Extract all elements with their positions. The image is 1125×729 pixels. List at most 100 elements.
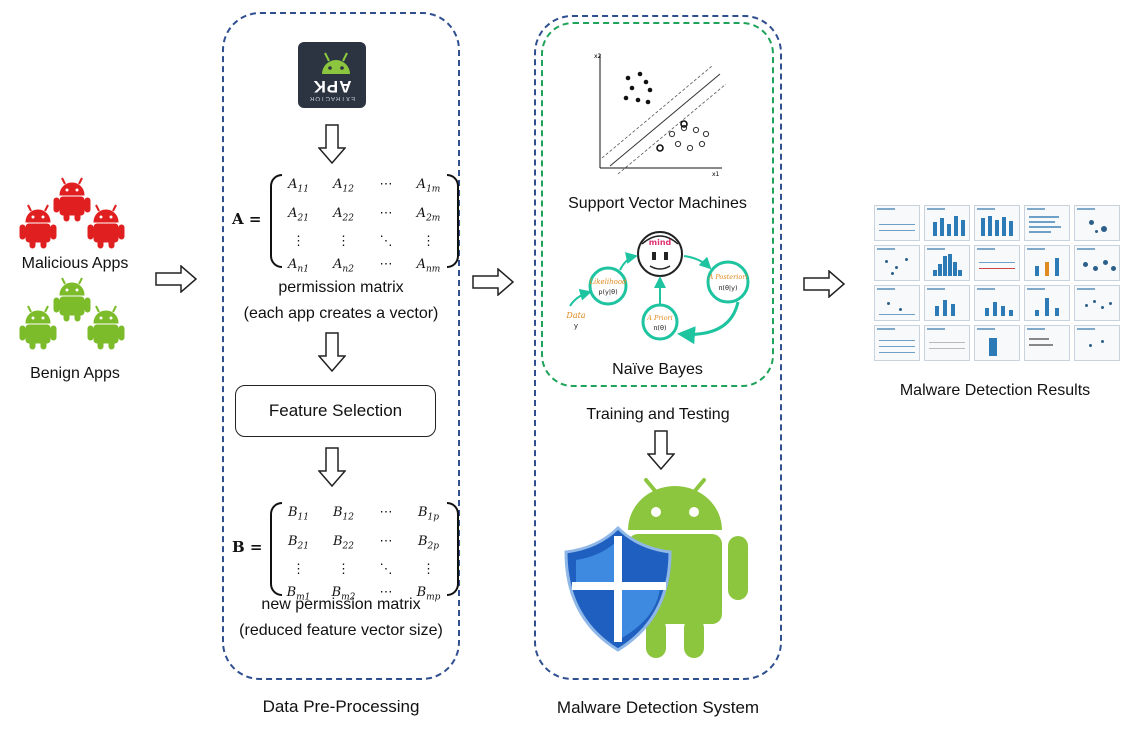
training-testing-label: Training and Testing: [586, 406, 730, 423]
result-thumbnail: [974, 205, 1020, 241]
apk-extractor-logo: APK EXTRACTOR: [298, 42, 366, 108]
feature-selection-label: Feature Selection: [268, 401, 403, 420]
matrix-b-caption-detail: (reduced feature vector size): [239, 622, 443, 639]
malicious-app-icon: [87, 204, 125, 249]
matrix-a-cell: ⋮: [337, 234, 350, 250]
matrix-a-cell: An2: [333, 257, 354, 275]
malicious-apps-label: Malicious Apps: [21, 255, 129, 272]
detection-system-title: Malware Detection System: [556, 698, 760, 717]
arrow-right-icon: [472, 268, 514, 296]
matrix-b-cell: Bmp: [416, 585, 441, 603]
nb-likelihood: Likelihood: [588, 278, 627, 286]
benign-app-icon: [87, 305, 125, 350]
svm-plot: x2 x1: [594, 53, 727, 178]
matrix-b-cell: ⋯: [379, 505, 393, 520]
classifiers-panel: [541, 22, 774, 387]
matrix-a-cell: A12: [333, 177, 354, 195]
matrix-b-cell: ⋮: [422, 562, 435, 578]
matrix-b-cell: B2p: [417, 533, 440, 552]
feature-selection-box: Feature Selection: [235, 385, 436, 437]
svm-axis-x: x1: [712, 171, 720, 178]
arrow-right-icon: [803, 270, 845, 298]
matrix-b-cell: ⋮: [292, 562, 305, 578]
matrix-a-cell: ⋯: [379, 205, 393, 221]
results-title: Malware Detection Results: [899, 382, 1091, 399]
nb-prior-formula: π(θ): [654, 324, 667, 332]
matrix-b-cell: ⋯: [379, 585, 393, 601]
arrow-right-icon: [155, 265, 197, 293]
naive-bayes-diagram: mind Likelihood p(y|θ) A Posteriori π(θ|…: [565, 231, 750, 345]
result-thumbnail: [1074, 205, 1120, 241]
matrix-b-cell: B12: [332, 505, 354, 523]
matrix-b-cell: ⋯: [379, 533, 393, 549]
detection-system-panel: [534, 15, 782, 680]
preprocessing-panel: [222, 12, 460, 680]
result-thumbnail: [1024, 245, 1070, 281]
android-head-icon: [322, 52, 350, 74]
arrow-down-icon: [318, 124, 346, 164]
naive-bayes-label: Naïve Bayes: [612, 361, 703, 378]
matrix-a-cell: A22: [333, 205, 354, 224]
benign-app-icon: [19, 305, 57, 350]
malicious-app-icon: [53, 177, 91, 222]
apk-logo-subtext: EXTRACTOR: [309, 95, 355, 101]
result-thumbnail: [1024, 325, 1070, 361]
apk-logo-text: APK: [312, 77, 352, 96]
matrix-b-cell: B11: [287, 505, 309, 523]
matrix-b-cell: Bm1: [286, 585, 311, 603]
arrow-down-icon: [318, 332, 346, 372]
matrix-a-cell: A2m: [416, 205, 441, 224]
matrix-a-caption-detail: (each app creates a vector): [243, 305, 439, 322]
matrix-a-cell: ⋯: [379, 257, 393, 273]
nb-likelihood-formula: p(y|θ): [598, 288, 617, 296]
matrix-b-cell: B1p: [417, 505, 440, 523]
result-thumbnail: [924, 245, 970, 281]
svm-axis-y: x2: [594, 53, 602, 60]
result-thumbnail: [1074, 325, 1120, 361]
matrix-a-caption: permission matrix: [278, 279, 404, 296]
benign-apps-label: Benign Apps: [30, 365, 120, 382]
result-thumbnail: [874, 245, 920, 281]
malicious-app-icon: [19, 204, 57, 249]
matrix-b-cell: ⋱: [379, 562, 393, 578]
matrix-a-cell: A1m: [416, 177, 441, 195]
android-security-icon: [564, 478, 748, 658]
matrix-a-cell: A21: [288, 205, 309, 224]
matrix-a-cell: An1: [288, 257, 309, 275]
arrow-down-icon: [318, 447, 346, 487]
matrix-b-cell: B21: [287, 533, 309, 552]
result-thumbnail: [1024, 205, 1070, 241]
result-thumbnail: [974, 325, 1020, 361]
matrix-a-cell: ⋮: [422, 234, 435, 250]
result-thumbnail: [874, 205, 920, 241]
nb-mind-text: mind: [649, 238, 672, 247]
svm-label: Support Vector Machines: [568, 195, 747, 212]
result-thumbnail: [924, 325, 970, 361]
result-thumbnail: [1074, 245, 1120, 281]
benign-app-icon: [53, 277, 91, 322]
matrix-a-lhs: A =: [232, 210, 262, 228]
nb-data: Data: [565, 311, 585, 320]
nb-data-var: y: [574, 322, 578, 330]
arrow-down-icon: [647, 430, 675, 470]
nb-posterior-formula: π(θ|y): [719, 284, 738, 292]
result-thumbnail: [1074, 285, 1120, 321]
matrix-b-cell: ⋮: [337, 562, 350, 578]
result-thumbnail: [974, 245, 1020, 281]
result-thumbnail: [874, 325, 920, 361]
matrix-b-cell: B22: [332, 533, 354, 552]
matrix-b-caption: new permission matrix: [261, 596, 421, 613]
matrix-a-cell: A11: [288, 177, 309, 195]
matrix-a-cell: ⋮: [292, 234, 305, 250]
nb-posterior: A Posteriori: [708, 273, 748, 281]
matrix-a-cell: Anm: [416, 257, 441, 275]
result-thumbnail: [924, 285, 970, 321]
results-thumbnails: [874, 205, 1120, 361]
matrix-b-lhs: B =: [232, 538, 263, 556]
result-thumbnail: [874, 285, 920, 321]
result-thumbnail: [1024, 285, 1070, 321]
nb-prior: A Priori: [646, 314, 672, 322]
matrix-b-cell: Bm2: [331, 585, 356, 603]
matrix-a-cell: ⋱: [379, 234, 393, 250]
